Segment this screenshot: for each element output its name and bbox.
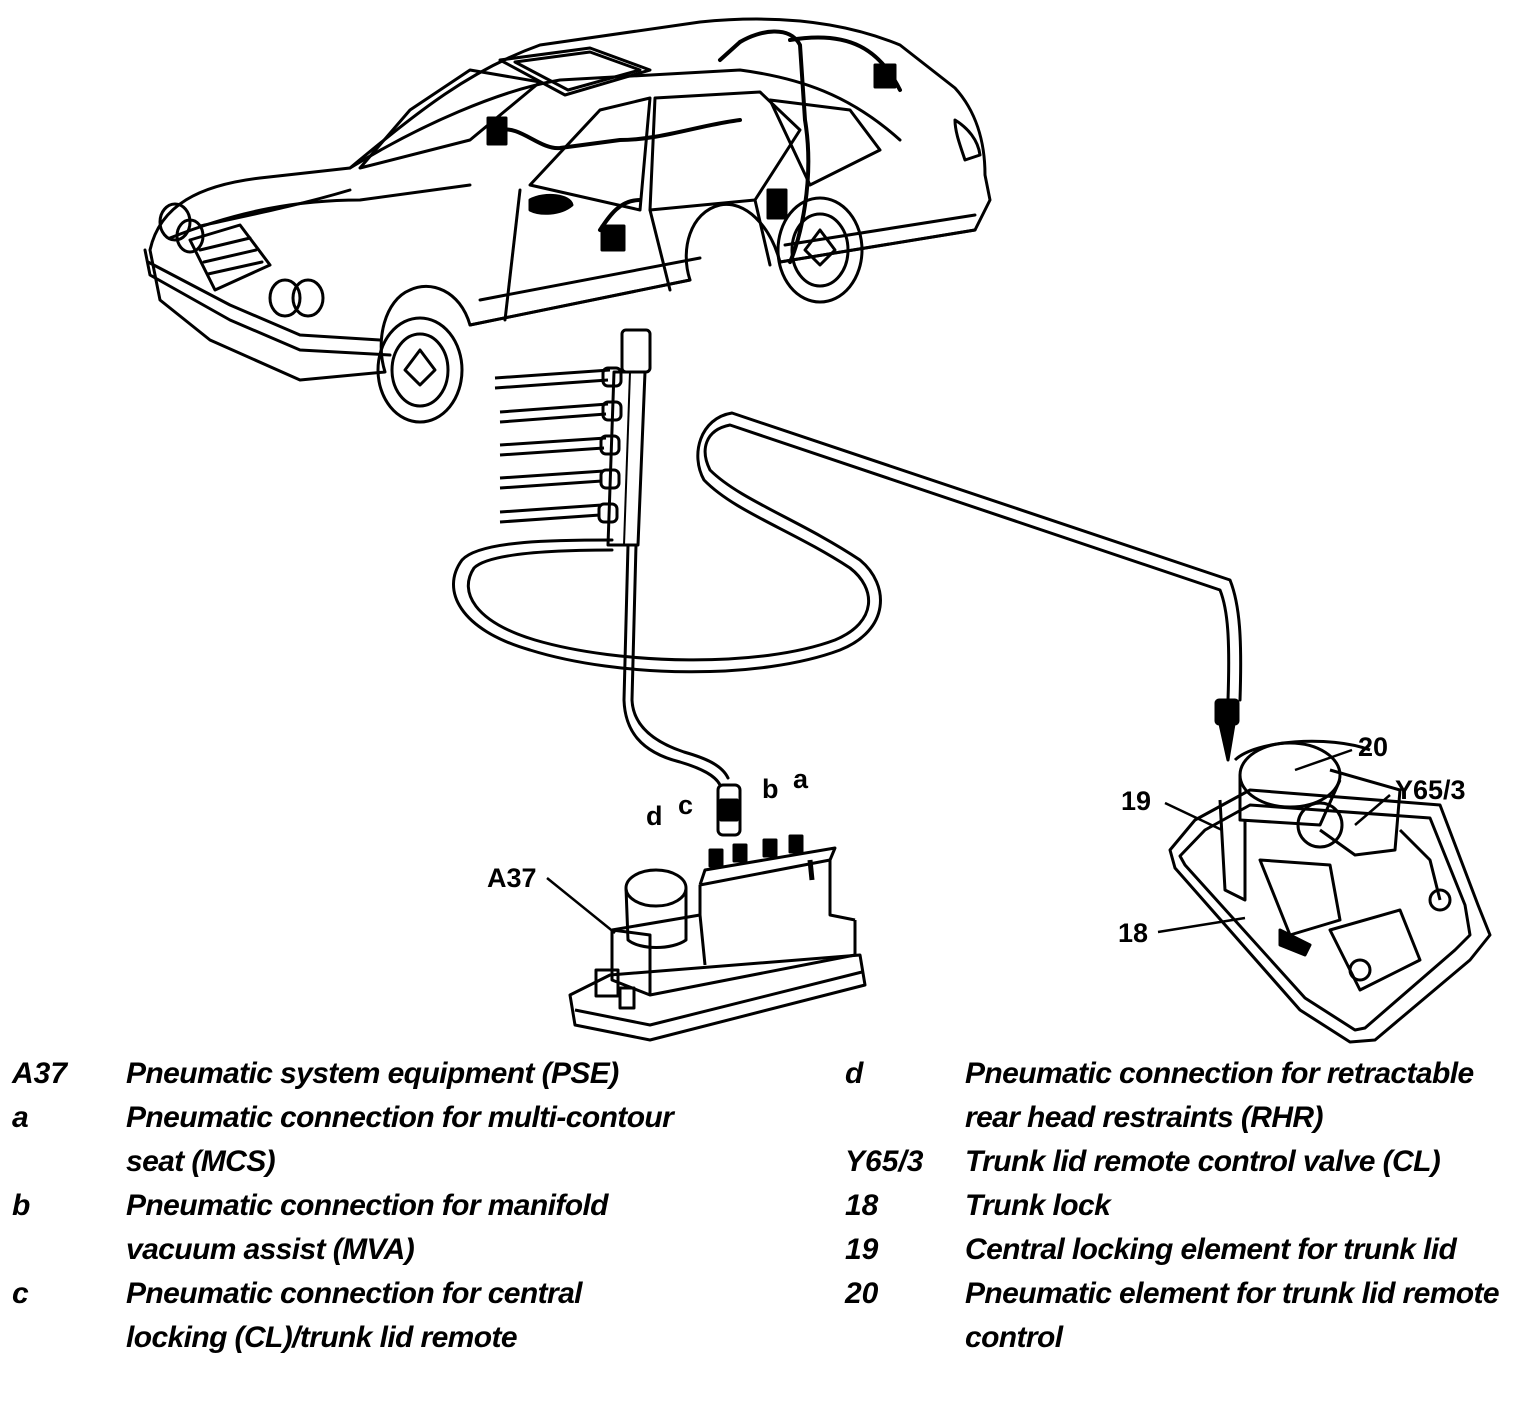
- legend-description: Trunk lid remote control valve (CL): [965, 1145, 1441, 1178]
- legend-code: A37: [12, 1057, 68, 1090]
- legend-description: Pneumatic connection for central locking…: [126, 1277, 583, 1354]
- legend-code: c: [12, 1277, 29, 1310]
- legend-right-column: d Pneumatic connection for retractable r…: [845, 1052, 1535, 1360]
- legend-entry-20: 20 Pneumatic element for trunk lid remot…: [845, 1272, 1535, 1360]
- legend-left-column: A37 Pneumatic system equipment (PSE) a P…: [12, 1052, 772, 1360]
- legend-description: Pneumatic connection for manifold vacuum…: [126, 1189, 609, 1266]
- legend-description: Central locking element for trunk lid: [965, 1233, 1457, 1266]
- legend-description: Pneumatic system equipment (PSE): [126, 1057, 619, 1090]
- callout-c: c: [678, 790, 693, 820]
- legend-code: 18: [845, 1189, 879, 1222]
- pneumatic-hoses: [452, 411, 1243, 787]
- callout-d: d: [646, 801, 663, 831]
- legend-entry-y65-3: Y65/3 Trunk lid remote control valve (CL…: [845, 1140, 1535, 1184]
- legend-code: Y65/3: [845, 1145, 924, 1178]
- legend-entry-a: a Pneumatic connection for multi-contour…: [12, 1096, 772, 1184]
- legend-code: d: [845, 1057, 864, 1090]
- callout-20: 20: [1358, 732, 1388, 762]
- callout-a37: A37: [487, 863, 537, 893]
- legend-entry-c: c Pneumatic connection for central locki…: [12, 1272, 772, 1360]
- legend-code: 20: [845, 1277, 879, 1310]
- legend-description: Trunk lock: [965, 1189, 1111, 1222]
- leader-lines: [546, 748, 1391, 934]
- legend-entry-d: d Pneumatic connection for retractable r…: [845, 1052, 1535, 1140]
- legend-description: Pneumatic connection for multi-contour s…: [126, 1101, 674, 1178]
- distributor-manifold: [494, 328, 652, 547]
- callout-y65-3: Y65/3: [1395, 775, 1466, 805]
- pneumatic-system-diagram: A37 d c b a 20 Y65/3 19 18: [143, 17, 1492, 1044]
- callout-18: 18: [1118, 918, 1148, 948]
- legend-description: Pneumatic element for trunk lid remote c…: [965, 1277, 1500, 1354]
- trunk-lock-assembly: [1168, 739, 1492, 1044]
- callout-19: 19: [1121, 786, 1151, 816]
- callout-a: a: [793, 764, 809, 794]
- car-illustration: [143, 17, 992, 424]
- callout-b: b: [762, 774, 779, 804]
- legend-code: a: [12, 1101, 29, 1134]
- legend-entry-b: b Pneumatic connection for manifold vacu…: [12, 1184, 772, 1272]
- legend-code: 19: [845, 1233, 879, 1266]
- legend-entry-19: 19 Central locking element for trunk lid: [845, 1228, 1535, 1272]
- legend-entry-a37: A37 Pneumatic system equipment (PSE): [12, 1052, 772, 1096]
- legend: A37 Pneumatic system equipment (PSE) a P…: [0, 1052, 1536, 1416]
- pse-unit-a37: [568, 783, 867, 1042]
- legend-description: Pneumatic connection for retractable rea…: [965, 1057, 1474, 1134]
- legend-code: b: [12, 1189, 31, 1222]
- legend-entry-18: 18 Trunk lock: [845, 1184, 1535, 1228]
